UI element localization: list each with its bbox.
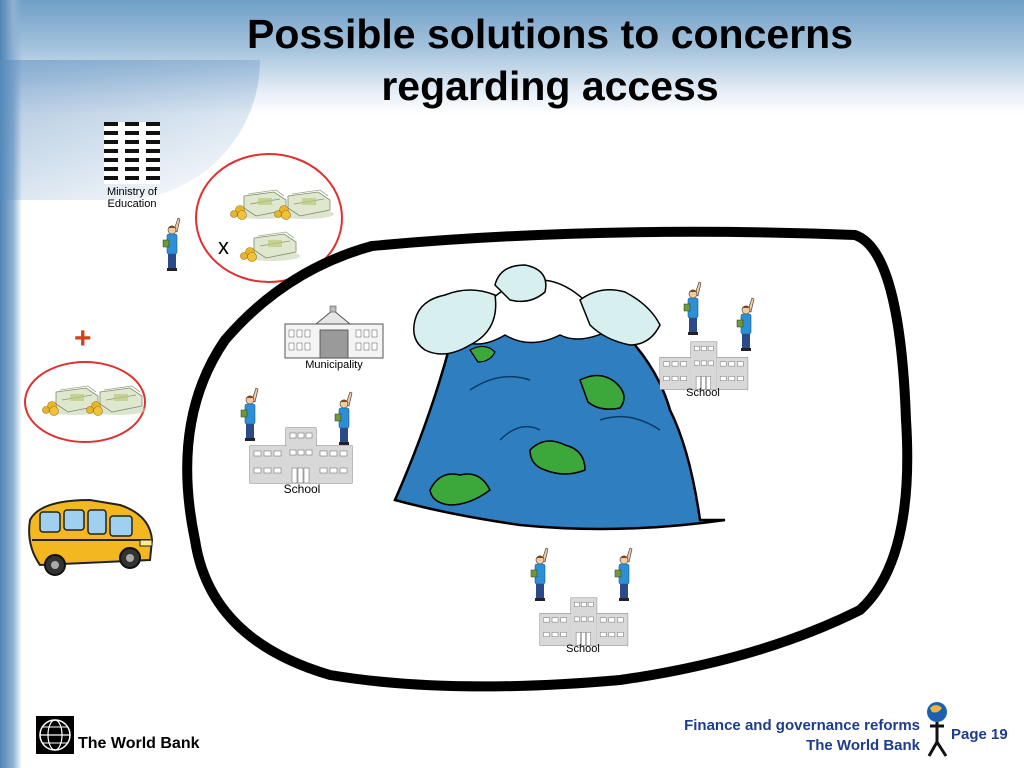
student-icon xyxy=(614,547,633,602)
footer-report-line2: The World Bank xyxy=(806,737,920,754)
school-building-icon xyxy=(249,427,353,484)
funding-circle-top xyxy=(195,153,343,283)
student-icon xyxy=(530,547,549,602)
funding-circle-left xyxy=(24,361,146,443)
ministry-building-icon xyxy=(104,122,160,184)
ministry-label: Ministry of Education xyxy=(96,186,168,210)
footer-report-line1: Finance and governance reforms xyxy=(684,717,920,734)
region-boundary xyxy=(182,226,913,692)
globe-person-icon xyxy=(927,702,948,757)
school-bus-icon xyxy=(28,498,154,576)
school-label-left: School xyxy=(283,482,321,496)
school-building-icon xyxy=(539,597,629,646)
slide-title-line1: Possible solutions to concerns xyxy=(246,11,853,57)
slide-title: Possible solutions to concerns regarding… xyxy=(140,8,960,112)
plus-sign: + xyxy=(74,322,92,355)
school-label-bottom: School xyxy=(566,643,600,655)
multiply-sign: x xyxy=(218,234,229,259)
footer-logo-space xyxy=(36,716,74,754)
footer-report: Finance and governance reforms The World… xyxy=(684,716,920,756)
slide-title-line2: regarding access xyxy=(381,63,719,109)
footer-org-name: The World Bank xyxy=(78,735,200,752)
world-bank-logo-icon xyxy=(36,716,74,754)
mountain-icon xyxy=(393,264,726,531)
school-label-right: School xyxy=(686,387,720,399)
page-number: Page 19 xyxy=(951,726,1008,743)
municipality-label: Municipality xyxy=(305,359,363,371)
school-building-icon xyxy=(659,341,749,390)
student-icon xyxy=(683,281,702,336)
money-stack-icon xyxy=(240,231,301,262)
ministry-label-line1: Ministry of xyxy=(106,186,158,198)
student-icon xyxy=(162,217,181,272)
student-icon xyxy=(736,297,755,352)
student-icon xyxy=(240,387,259,442)
footer-org: The World Bank xyxy=(36,716,200,754)
ministry-label-line2: Education xyxy=(107,198,157,210)
municipality-building-icon xyxy=(284,305,384,359)
student-icon xyxy=(334,391,353,446)
